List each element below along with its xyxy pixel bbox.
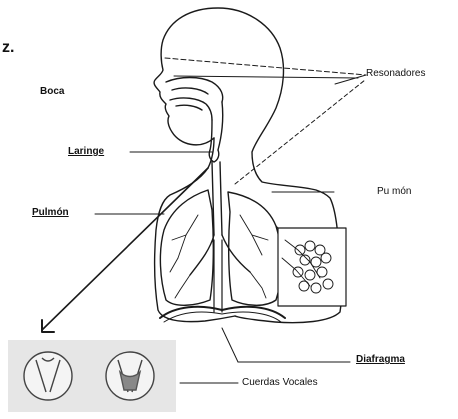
stray-letter: z. [2,42,14,54]
label-pulmon-right: Pu món [377,186,411,198]
alveoli-inset [278,228,346,306]
label-pulmon-left: Pulmón [32,207,69,219]
label-boca: Boca [40,86,64,98]
label-diafragma: Diafragma [356,354,405,366]
body-outline-left [155,138,235,322]
vocal-cords-inset [8,340,176,412]
vocal-cords-closed [106,352,154,400]
arrowhead [42,320,54,332]
label-laringe: Laringe [68,146,104,158]
right-lung [228,192,281,305]
label-cuerdas-vocales: Cuerdas Vocales [242,377,318,389]
pharynx [218,102,223,150]
mouth-cavity [170,98,212,120]
label-resonadores: Resonadores [366,68,425,80]
vocal-cords-open [24,352,72,400]
